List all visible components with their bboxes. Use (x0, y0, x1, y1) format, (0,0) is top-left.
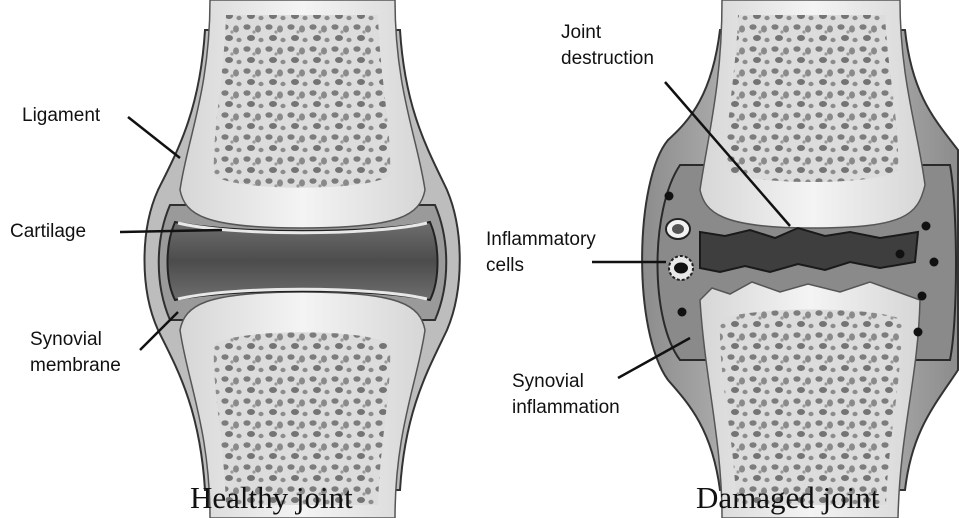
label-joint-destruction-line2: destruction (561, 47, 654, 71)
caption-damaged-joint: Damaged joint (696, 481, 879, 515)
damaged-joint-illustration (642, 0, 958, 518)
damaged-upper-marrow (726, 15, 898, 182)
label-joint-destruction-line1: Joint (561, 21, 601, 45)
label-inflammatory-cells-line2: cells (486, 254, 524, 278)
label-synovial-membrane-line2: membrane (30, 354, 121, 378)
healthy-upper-marrow (214, 15, 390, 188)
label-cartilage: Cartilage (10, 220, 86, 244)
leader-ligament (128, 117, 180, 158)
label-synovial-membrane-line1: Synovial (30, 328, 102, 352)
label-synovial-inflammation-line2: inflammation (512, 396, 620, 420)
inflammatory-cell-macrophage (669, 256, 693, 280)
caption-healthy-joint: Healthy joint (190, 481, 353, 515)
label-inflammatory-cells-line1: Inflammatory (486, 228, 596, 252)
label-ligament: Ligament (22, 104, 100, 128)
inflammatory-cell-lymphocyte (666, 219, 690, 239)
damaged-lower-marrow (720, 310, 902, 506)
label-synovial-inflammation-line1: Synovial (512, 370, 584, 394)
healthy-joint-illustration (145, 0, 460, 518)
